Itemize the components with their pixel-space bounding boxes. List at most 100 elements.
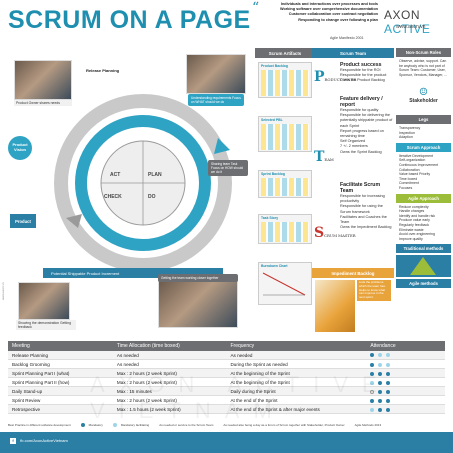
team-line: Report progress based on remaining time [340,128,384,139]
artifact-visual [261,124,309,150]
agile-approach-header: Agile Approach [396,193,451,203]
legend-note: As needed also being a day as a forum of… [223,423,345,428]
scrum-approach-item: Iterative Development [399,153,434,158]
legend-mandatory-fac: Mandatory facilitating [112,423,150,428]
attendance-cell [366,368,445,379]
meeting-cell: Backlog Grooming [8,359,113,370]
callout-task: Sharing team Task Focus on HOW should we… [208,160,248,176]
pdca-check: CHECK [104,194,122,200]
attendance-dot-icon [378,371,383,376]
po-line: Responsible for the product [340,73,387,78]
sm-rest: CRUM MASTER [324,233,356,238]
legend-best-practice: Best Practice in different software deve… [8,423,71,428]
meeting-cell: Sprint Planning Part II (how) [8,377,113,388]
frequency-cell: At the end of the Sprint & after major e… [226,404,367,415]
role-dev-team: TEAM Feature delivery / report Responsib… [312,96,394,165]
pdca-act: ACT [110,172,121,178]
attendance-dot-icon [370,380,375,385]
agile-approach-item: Identify and handle risk [399,213,435,218]
time-cell: Max : 1.5 hours (2 week Sprint) [112,404,227,415]
attendance-cell [366,395,445,406]
attendance-dot-icon [378,353,383,358]
team-photo-requirements [186,54,246,94]
legend-mandatory: Mandatory [80,423,103,428]
table-header-row: Meeting Time Allocation (time boxed) Fre… [8,341,445,351]
scrum-approach-item: Self-organization [399,158,426,163]
impediment-backlog: Impediment Backlog Lists the problems wh… [312,268,394,338]
page-title: SCRUM ON A PAGE [8,6,251,34]
meeting-cell: Daily Stand-up [8,386,113,397]
right-column: Non-Scrum Roles Observe, advise, support… [396,48,451,348]
product-box: Product [10,214,36,228]
agile-methods-header: Agile methods [396,279,451,289]
legend-mandatory-fac-text: Mandatory facilitating [120,423,150,427]
facebook-icon[interactable]: f [10,438,16,444]
frequency-cell: At the beginning of the Sprint [226,368,367,379]
scrum-approach-item: Collaboration [399,167,420,172]
team-line: Owns the Sprint Backlog [340,149,382,154]
legs-item: Inspection [399,130,415,135]
facebook-link[interactable]: fb.com/AxonActiveVietnam [20,438,68,443]
agile-approach-item: Handle changes [399,209,425,214]
table-row: Sprint Planning Part II (how)Max : 2 hou… [8,377,445,388]
agile-approach-item: Avoid over-engineering [399,232,435,237]
triangle-icon [410,257,436,276]
logo-text-active: ACTIVE [384,22,431,36]
scrum-master-icon: SCRUM MASTER [314,222,356,241]
legend-mandatory-text: Mandatory [88,423,103,427]
cycle-arrow-icon [214,138,230,154]
team-line: 7 +/- 2 members [340,144,368,149]
attendance-dot-icon [378,362,383,367]
artifact-title: Sprint Backlog [261,172,285,176]
product-vision-bubble: Product Vision [8,136,32,160]
scrum-cycle: Product Owner shares needs Release Plann… [8,48,253,338]
col-frequency: Frequency [226,341,367,351]
legend: Best Practice in different software deve… [8,423,445,428]
team-letter: T [314,149,325,165]
frequency-cell: At the end of the Sprint [226,395,367,406]
attendance-dot-icon [370,362,375,367]
agile-approach-item: Produce value early [399,218,430,223]
scrum-approach-item: Value based Priority [399,172,431,177]
meeting-cell: Release Planning [8,351,113,361]
attendance-cell [366,351,445,361]
burndown-line [262,272,306,296]
sm-line: Responsible for increasing productivity [340,194,385,204]
manifesto-line-1: Individuals and interactions over proces… [280,2,378,6]
scrum-approach-header: Scrum Approach [396,142,451,152]
attendance-dot-icon [370,389,375,394]
frequency-cell: As needed [226,351,367,361]
agile-approach-item: Regularly feedback [399,222,429,227]
impediment-header: Impediment Backlog [312,268,394,278]
attendance-cell [366,377,445,388]
legs-item: Adaption [399,135,413,140]
axon-active-logo: AXON ACTIVE [384,8,453,36]
impediment-photo [315,280,355,332]
sm-line: Responsible for using the Scrum framewor… [340,204,383,214]
time-cell: Max : 2 hours (2 week Sprint) [112,377,227,388]
callout-requirements: Understanding requirements Focus on WHAT… [188,94,244,106]
impediment-callout: Lists the problems which the team has. H… [357,280,391,301]
artifact-burndown: Burndown Chart [258,262,312,305]
time-cell: As needed [112,351,227,361]
col-meeting: Meeting [8,341,113,351]
sm-lines: Responsible for increasing productivity … [312,194,394,230]
dot-half-icon [112,423,117,428]
agile-approach-list: Reduce complexity Handle changes Identif… [396,205,451,242]
time-cell: Max : 2 hours (2 week Sprint) [112,395,227,406]
footer-bar: f fb.com/AxonActiveVietnam [0,432,453,453]
table-row: Sprint Planning Part I (what)Max : 2 hou… [8,368,445,379]
side-vertical-text: www.axon.vn [1,160,7,320]
manifesto-line-3: Customer collaboration over contract neg… [288,12,378,17]
attendance-dot-icon [386,380,391,385]
artifact-selected-pbl: Selected PBL [258,116,312,152]
manifesto-line-4: Responding to change over following a pl… [298,17,378,22]
po-line: Owns the Product Backlog [340,78,385,83]
attendance-dot-icon [386,389,391,394]
team-line: Responsible for delivering the potential… [340,113,393,128]
po-line: Responsible for the ROI [340,68,381,72]
attendance-dot-icon [386,371,391,376]
